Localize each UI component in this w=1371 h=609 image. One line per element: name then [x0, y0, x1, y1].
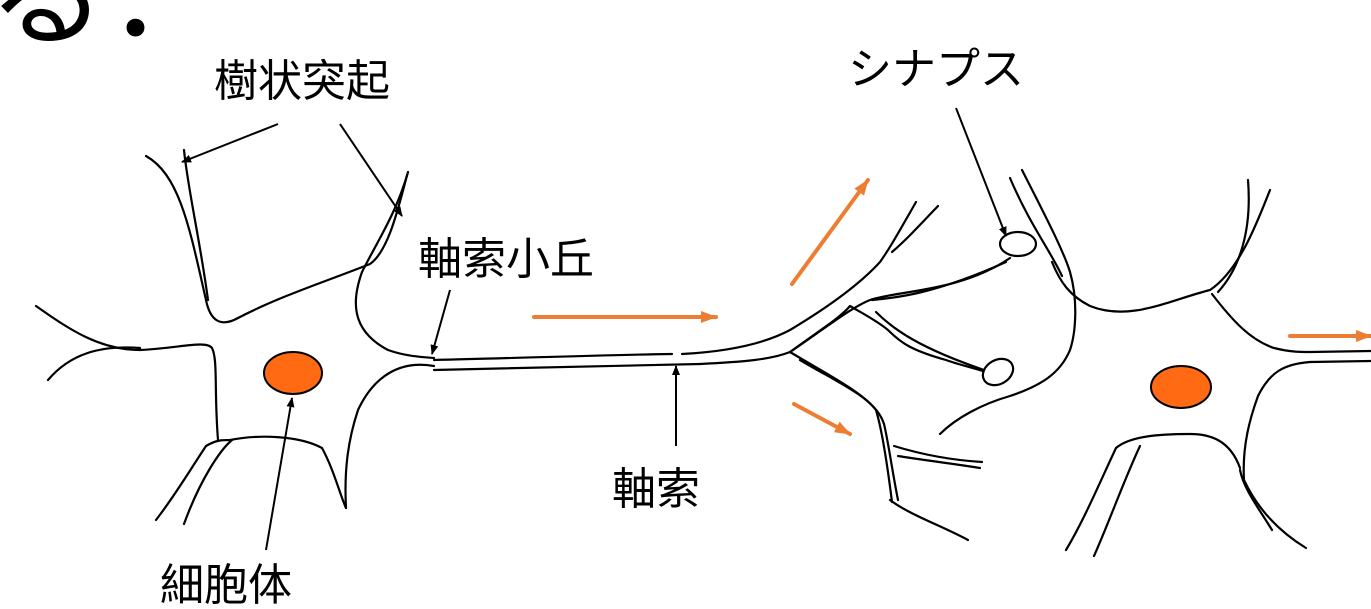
pointer-axon-hillock	[430, 289, 451, 355]
label-dendrite: 樹状突起	[214, 56, 390, 107]
nucleus-left	[263, 351, 323, 395]
dendrite-left-lower	[46, 346, 142, 382]
label-cell-body: 細胞体	[160, 560, 292, 609]
signal-arrow-down	[792, 402, 852, 436]
pointer-dendrite-left	[181, 123, 279, 163]
dendrite-left	[34, 304, 220, 442]
label-axon: 軸索	[612, 464, 700, 515]
pointer-synapse	[955, 107, 1007, 237]
dendrite-top	[144, 154, 410, 324]
dendrite-bottom-left	[154, 435, 348, 522]
label-axon-hillock: 軸索小丘	[418, 234, 594, 285]
dendrite-top-inner	[182, 148, 210, 302]
dendrite-upper-right	[354, 170, 436, 360]
right-neuron	[938, 168, 1371, 558]
dendrite-right-lower	[344, 363, 436, 510]
dendrite-bottom-inner	[182, 438, 234, 526]
axon	[432, 200, 1012, 542]
synapse-terminal-bottom	[981, 357, 1015, 387]
synapse-terminal-top	[998, 230, 1038, 258]
left-neuron	[34, 148, 436, 526]
label-synapse: シナプス	[848, 44, 1024, 95]
signal-arrow-up	[790, 178, 870, 286]
axon-terminal-lower	[892, 444, 984, 464]
pointer-cell-body	[265, 397, 295, 551]
nucleus-right	[1150, 365, 1212, 409]
pointer-dendrite-right	[339, 123, 403, 217]
heading-fragment: る：	[0, 0, 224, 64]
